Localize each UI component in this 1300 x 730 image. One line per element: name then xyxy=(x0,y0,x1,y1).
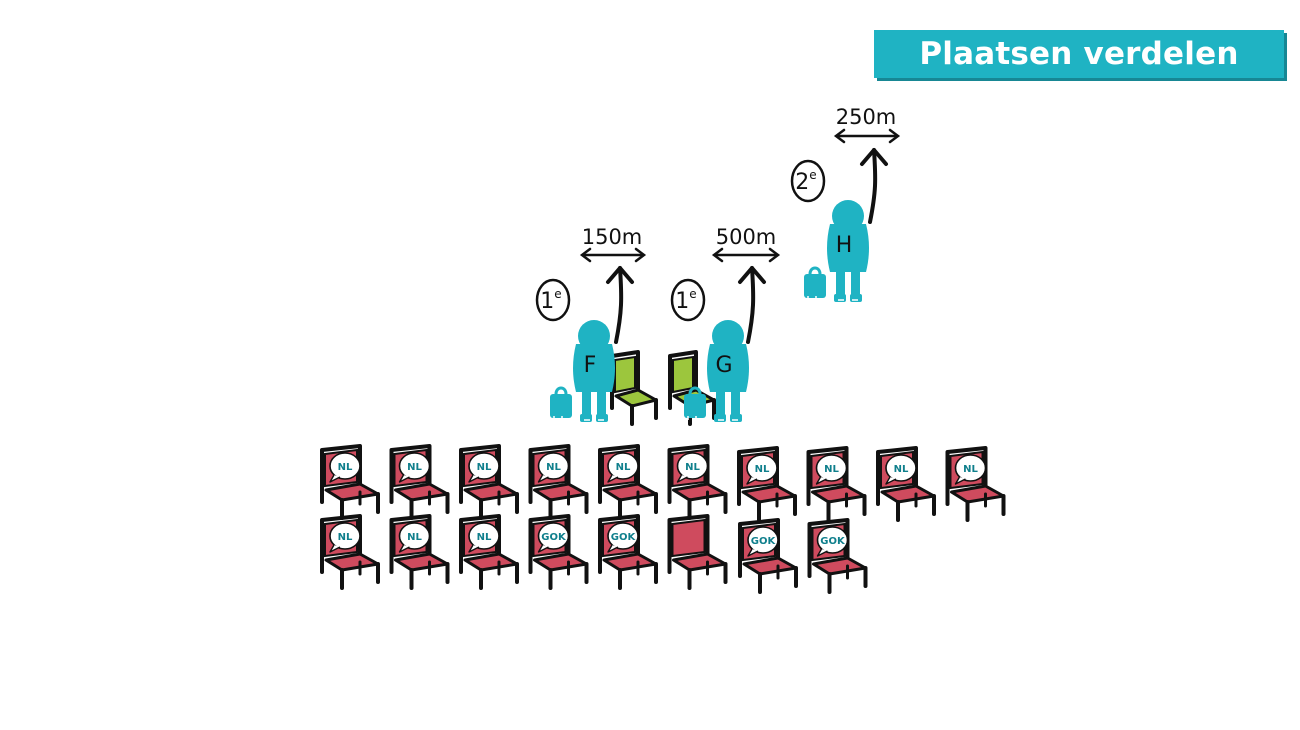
distance-marker: 150m xyxy=(579,225,647,263)
rank-badge: 1e xyxy=(535,278,571,322)
arrow-up xyxy=(606,266,634,344)
chair-occupied: NL xyxy=(389,514,450,590)
speech-badge: NL xyxy=(885,454,917,485)
speech-badge: NL xyxy=(746,454,778,485)
chair-occupied: GOK xyxy=(807,518,868,594)
distance-label: 150m xyxy=(582,225,643,249)
student-letter: G xyxy=(715,353,732,378)
chair-occupied: NL xyxy=(459,514,519,590)
speech-badge: GOK xyxy=(816,526,849,557)
chair-label: NL xyxy=(894,464,909,475)
speech-badge: NL xyxy=(954,454,987,485)
speech-badge: NL xyxy=(537,452,570,483)
distance-label: 250m xyxy=(836,105,897,129)
student-g: G 1e 500m xyxy=(668,225,781,426)
speech-badge: NL xyxy=(398,452,431,483)
distance-label: 500m xyxy=(716,225,777,249)
speech-badge: GOK xyxy=(607,522,639,553)
speech-badge: NL xyxy=(468,522,500,553)
rank-badge: 1e xyxy=(670,278,706,322)
chair-occupied xyxy=(667,514,728,590)
chair-occupied: NL xyxy=(389,444,450,520)
distance-marker: 500m xyxy=(711,225,781,263)
chair-occupied: NL xyxy=(667,444,728,520)
student-letter: H xyxy=(836,233,853,258)
chair-occupied: NL xyxy=(737,446,797,522)
chair-label: NL xyxy=(338,532,353,543)
student-h: H 2e 250m xyxy=(790,105,901,304)
chair-label: NL xyxy=(755,464,770,475)
chair-label: NL xyxy=(407,462,422,473)
chair-occupied: NL xyxy=(528,444,589,520)
title-banner: Plaatsen verdelen xyxy=(874,30,1284,78)
speech-badge: NL xyxy=(468,452,500,483)
chair-occupied: GOK xyxy=(528,514,589,590)
chair-label: NL xyxy=(477,462,492,473)
chair-label: GOK xyxy=(820,536,846,547)
chair-label: NL xyxy=(407,532,422,543)
chair-label: NL xyxy=(963,464,978,475)
speech-badge: GOK xyxy=(747,526,779,557)
chair-occupied: NL xyxy=(876,446,936,522)
speech-badge: NL xyxy=(329,452,361,483)
chair-label: NL xyxy=(685,462,700,473)
chair-label: GOK xyxy=(611,532,637,543)
chair-label: NL xyxy=(338,462,353,473)
distance-marker: 250m xyxy=(833,105,901,144)
chair-occupied: GOK xyxy=(738,518,798,594)
chair-label: NL xyxy=(546,462,561,473)
chair-grid: NL NL NL NL NL NL NL NL NL NL NL NL NL GOK GOK GOK GOK xyxy=(320,444,1006,594)
chair-occupied: NL xyxy=(459,444,519,520)
rank-badge: 2e xyxy=(790,159,826,203)
student-f: F 1e 150m xyxy=(535,225,658,426)
student-letter: F xyxy=(584,353,597,378)
chair-occupied: NL xyxy=(945,446,1006,522)
speech-badge: NL xyxy=(676,452,709,483)
chair-occupied: NL xyxy=(806,446,867,522)
chair-occupied: NL xyxy=(320,514,380,590)
arrow-up xyxy=(860,148,888,224)
speech-badge: NL xyxy=(329,522,361,553)
chair-label: NL xyxy=(477,532,492,543)
chair-label: NL xyxy=(616,462,631,473)
chair-occupied: NL xyxy=(320,444,380,520)
chair-occupied: GOK xyxy=(598,514,658,590)
chair-label: NL xyxy=(824,464,839,475)
student-silhouette xyxy=(548,318,617,424)
speech-badge: GOK xyxy=(537,522,570,553)
arrow-up xyxy=(738,266,766,344)
chair-label: GOK xyxy=(751,536,777,547)
chair-occupied: NL xyxy=(598,444,658,520)
speech-badge: NL xyxy=(398,522,431,553)
chair-label: GOK xyxy=(541,532,567,543)
chair-free xyxy=(610,350,658,426)
speech-badge: NL xyxy=(815,454,848,485)
page-title: Plaatsen verdelen xyxy=(919,36,1239,72)
speech-badge: NL xyxy=(607,452,639,483)
